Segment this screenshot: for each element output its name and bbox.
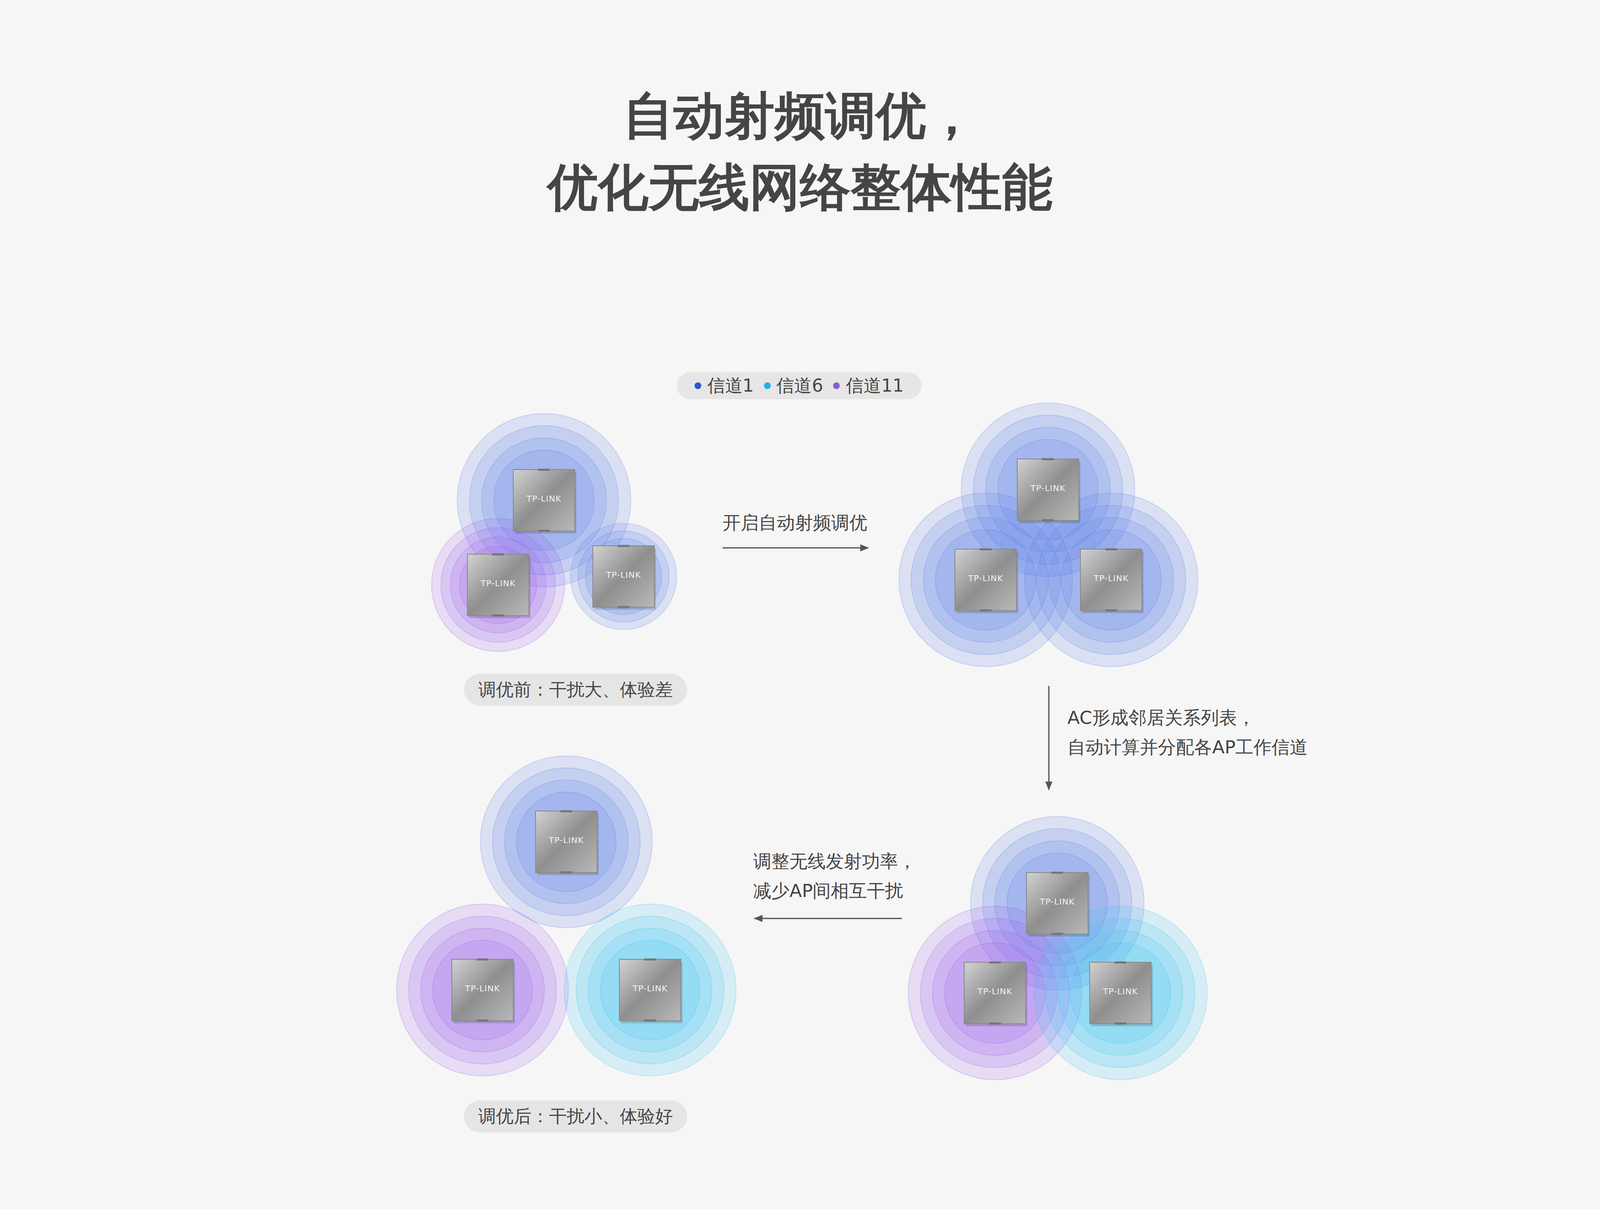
- legend-item: 信道11: [833, 374, 904, 397]
- device-logo: TP-LINK: [632, 983, 668, 994]
- device-logo: TP-LINK: [968, 573, 1003, 584]
- signal-ring: [504, 779, 629, 904]
- signal-ring: [576, 916, 725, 1064]
- ap-device: [451, 959, 514, 1021]
- ap-device: [1089, 962, 1152, 1024]
- signal-ring: [440, 527, 556, 643]
- ap-notch: [492, 614, 504, 617]
- pill-text: 调优前：干扰大、体验差: [478, 679, 673, 700]
- legend-swatch: [833, 382, 840, 390]
- legend-swatch: [763, 382, 771, 390]
- signal-ring: [935, 529, 1037, 631]
- ap-notch: [1042, 458, 1054, 461]
- legend-text: 信道6: [776, 374, 824, 397]
- ap-notch: [644, 958, 656, 961]
- signal-ring: [1070, 942, 1171, 1044]
- ap-notch: [989, 1022, 1001, 1025]
- ap-device: [1080, 549, 1142, 611]
- ap-notch: [979, 548, 992, 551]
- ap-device: [954, 549, 1017, 611]
- signal-ring: [600, 940, 701, 1040]
- arrow-label: 调整无线发射功率， 减少AP间相互干扰: [753, 846, 935, 906]
- legend-item: 信道6: [763, 374, 824, 397]
- ap-device: [467, 554, 529, 616]
- signal-ring: [585, 538, 662, 615]
- ap-notch: [1114, 1022, 1127, 1025]
- ap-notch: [538, 529, 550, 532]
- signal-ring: [1061, 529, 1162, 631]
- legend-text: 信道11: [845, 374, 904, 397]
- device-logo: TP-LINK: [1039, 896, 1075, 907]
- legend: 信道1 信道6 信道11: [677, 372, 922, 400]
- signal-ring: [450, 536, 547, 633]
- ap-notch: [1105, 609, 1118, 612]
- signal-ring: [408, 916, 557, 1064]
- ap-notch: [476, 1019, 489, 1022]
- ap-device: [592, 545, 655, 608]
- title: 自动射频调优， 优化无线网络整体性能: [526, 80, 1074, 224]
- signal-ring: [1058, 930, 1184, 1056]
- signal-ring: [459, 546, 537, 624]
- pill-text: 调优后：干扰小、体验好: [478, 1105, 673, 1127]
- ap-notch: [560, 810, 573, 813]
- device-logo: TP-LINK: [977, 986, 1013, 997]
- ap-notch: [560, 871, 573, 874]
- signal-ring: [432, 940, 533, 1040]
- ap-notch: [989, 961, 1001, 964]
- ap-device: [619, 959, 681, 1021]
- device-logo: TP-LINK: [1030, 482, 1066, 494]
- signal-ring: [420, 928, 545, 1052]
- arrow-label: AC形成邻居关系列表， 自动计算并分配各AP工作信道: [1067, 702, 1329, 762]
- legend-item: 信道1: [694, 374, 755, 397]
- ap-device: [1017, 458, 1079, 521]
- signal-ring: [492, 768, 641, 916]
- arrow-label: 开启自动射频调优: [722, 507, 868, 538]
- legend-text: 信道1: [707, 374, 755, 397]
- ap-notch: [617, 605, 630, 608]
- device-logo: TP-LINK: [1093, 573, 1129, 584]
- signal-ring: [578, 530, 670, 623]
- ap-notch: [1051, 871, 1064, 874]
- signal-ring: [944, 942, 1046, 1044]
- signal-ring: [570, 523, 677, 630]
- ap-device: [964, 962, 1026, 1024]
- signal-ring: [480, 755, 653, 928]
- ap-notch: [979, 609, 992, 612]
- ap-notch: [538, 468, 550, 471]
- caption-pill: 调优前：干扰大、体验差: [464, 673, 688, 706]
- ap-notch: [1114, 961, 1127, 964]
- ap-notch: [1042, 519, 1054, 522]
- signal-ring: [516, 792, 617, 892]
- ap-notch: [1105, 548, 1118, 551]
- legend-swatch: [694, 382, 702, 390]
- device-logo: TP-LINK: [1102, 986, 1138, 997]
- device-logo: TP-LINK: [464, 983, 500, 994]
- ap-device: [535, 810, 598, 873]
- signal-ring: [396, 904, 569, 1076]
- ap-notch: [492, 553, 504, 556]
- signal-ring: [564, 904, 736, 1076]
- ap-notch: [1051, 932, 1064, 935]
- device-logo: TP-LINK: [605, 569, 641, 580]
- ap-device: [1026, 872, 1088, 934]
- ap-notch: [476, 958, 489, 961]
- signal-ring: [431, 518, 565, 652]
- device-logo: TP-LINK: [480, 578, 516, 589]
- ap-device: [513, 469, 575, 531]
- signal-ring: [1045, 918, 1195, 1068]
- ap-notch: [617, 544, 630, 547]
- arrow-left: [754, 917, 902, 920]
- arrow-down: [1048, 685, 1050, 790]
- signal-ring: [592, 545, 655, 608]
- arrow-right: [722, 547, 869, 549]
- device-logo: TP-LINK: [548, 834, 584, 846]
- caption-pill: 调优后：干扰小、体验好: [464, 1100, 688, 1133]
- signal-ring: [1048, 517, 1174, 643]
- access-points: [451, 458, 1153, 1027]
- device-logo: TP-LINK: [526, 493, 562, 504]
- signal-ring: [1036, 505, 1186, 655]
- signal-ring: [588, 928, 712, 1052]
- ap-notch: [644, 1019, 656, 1022]
